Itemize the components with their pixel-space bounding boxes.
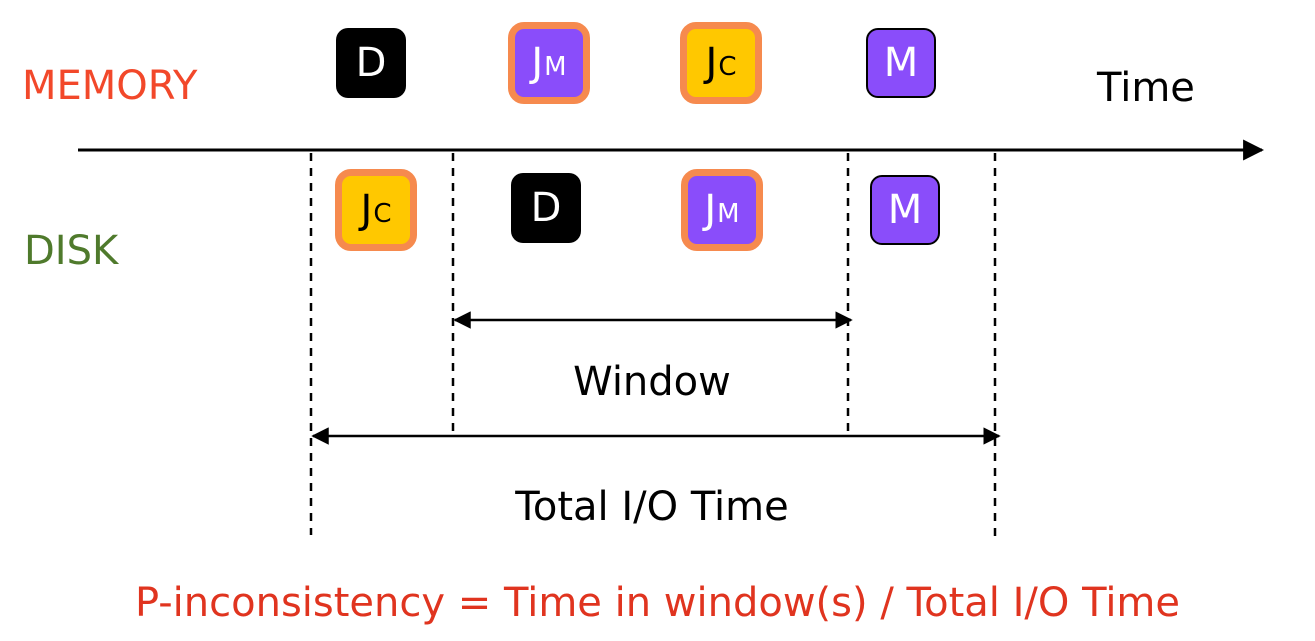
disk-journal-metadata-sub: M [717,199,740,229]
disk-row-label: DISK [24,228,119,274]
disk-metadata-text: M [887,187,923,233]
window-label: Window [573,359,731,405]
time-axis-label: Time [1097,65,1195,111]
disk-journal-commit-text: J [360,187,373,233]
memory-journal-commit-sub: C [718,52,737,82]
memory-data-text: D [355,40,387,86]
memory-metadata-text: M [883,40,919,86]
total-io-time-label: Total I/O Time [515,484,789,530]
disk-metadata-block: M [870,175,940,245]
memory-row-label: MEMORY [22,63,198,109]
disk-data-block: D [511,173,581,243]
memory-data-block: D [336,28,406,98]
disk-data-text: D [530,185,562,231]
disk-journal-metadata-text: J [704,187,717,233]
memory-journal-commit-text: J [705,40,718,86]
memory-journal-metadata-text: J [531,40,544,86]
memory-metadata-block: M [866,28,936,98]
memory-journal-metadata-sub: M [544,52,567,82]
p-inconsistency-formula: P-inconsistency = Time in window(s) / To… [135,580,1180,626]
disk-journal-commit-sub: C [373,199,392,229]
